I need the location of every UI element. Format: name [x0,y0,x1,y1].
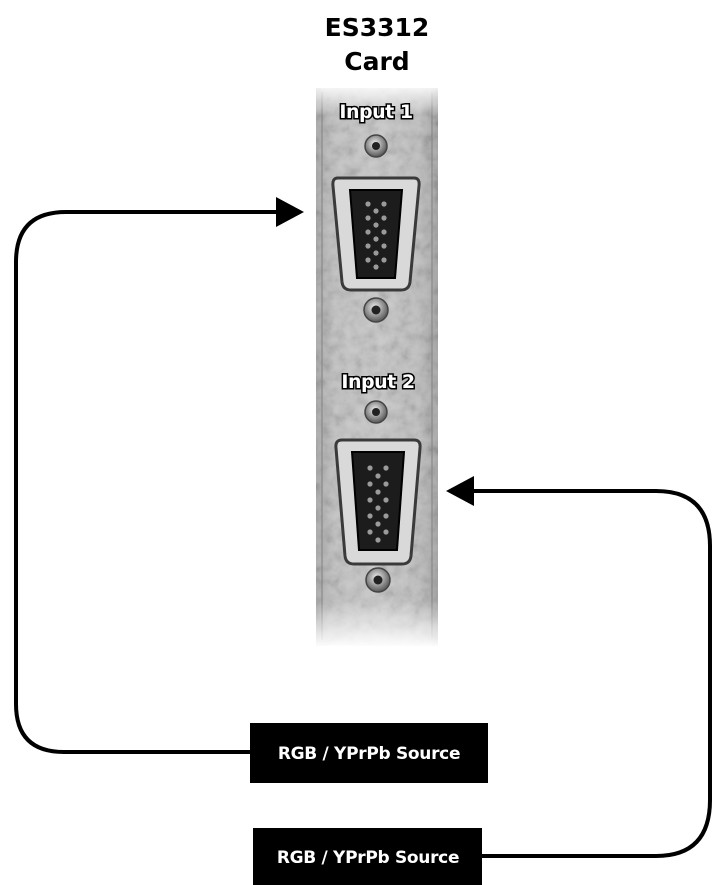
source-2-box[interactable]: RGB / YPrPb Source [253,828,482,885]
input-1-connector[interactable] [331,134,421,323]
input-2-label: Input 2 [341,371,414,393]
source-2-label: RGB / YPrPb Source [277,848,459,868]
arrow-right-icon [276,197,304,227]
source-1-box[interactable]: RGB / YPrPb Source [250,723,488,783]
input-1-label: Input 1 [339,101,412,123]
card-title-line2: Card [344,47,409,76]
cable-1 [14,210,284,754]
arrow-left-icon [446,476,474,506]
cable-2 [466,489,712,858]
card-title-line1: ES3312 [325,13,430,42]
input-2-connector[interactable] [334,400,422,593]
source-1-label: RGB / YPrPb Source [278,744,460,764]
